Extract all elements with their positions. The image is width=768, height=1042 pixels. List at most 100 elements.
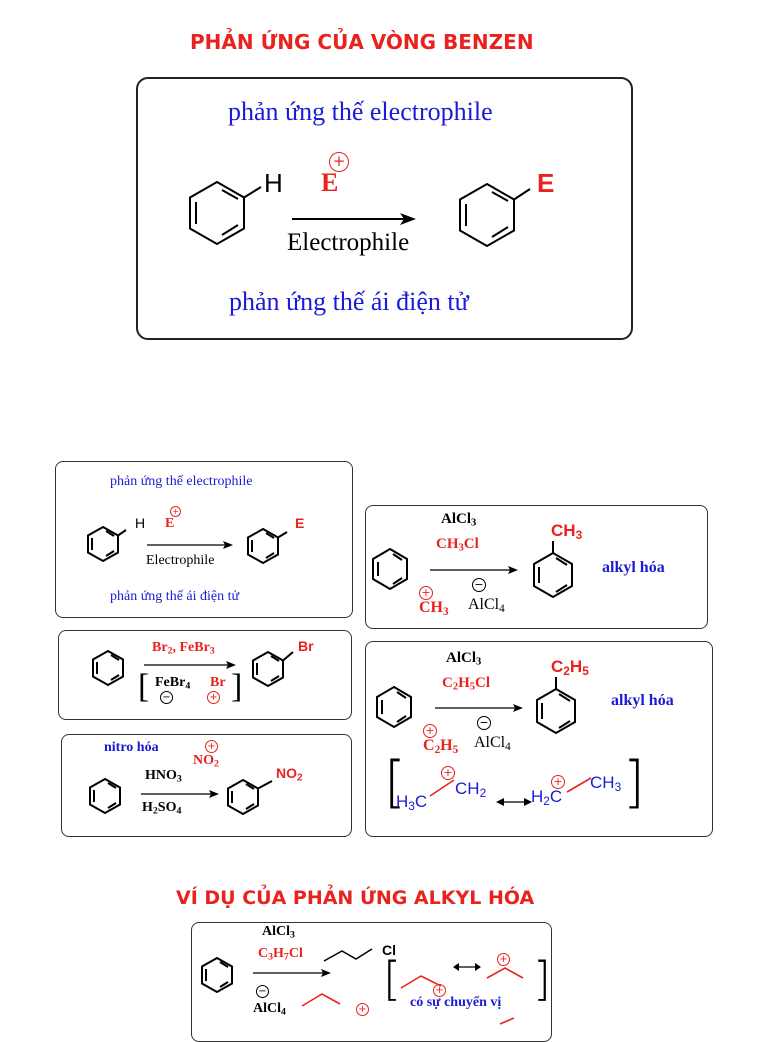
nitration-reagent-top: HNO3 (145, 768, 182, 785)
resonance-right-ch3: CH3 (590, 773, 622, 794)
bromobenzene-icon (252, 650, 294, 688)
resonance-bracket-right: ] (623, 750, 645, 815)
example-note: có sự chuyển vị (410, 995, 502, 1010)
top-reaction-arrow (292, 213, 416, 225)
methylation-anion: AlCl4 (468, 596, 505, 615)
small-arrow-label: Electrophile (146, 553, 215, 568)
small-h-label: H (135, 515, 146, 531)
example-partial-bond (499, 1017, 515, 1025)
ethylation-catalyst: AlCl3 (446, 650, 482, 668)
benzene-product-icon (459, 182, 531, 248)
benzene-reactant-icon (189, 180, 262, 246)
example-primary-plus-icon: + (433, 984, 446, 997)
methylation-product-label: CH3 (551, 521, 583, 542)
nitration-reagent-bottom: H2SO4 (142, 800, 182, 817)
top-heading: phản ứng thế electrophile (228, 97, 493, 126)
methylation-benzene-icon (372, 547, 408, 591)
plus-charge-icon: + (329, 152, 349, 172)
resonance-left-ch2: CH2 (455, 779, 487, 800)
small-benzene-reactant-icon (87, 525, 127, 563)
example-catalyst: AlCl3 (262, 924, 295, 941)
resonance-left-plus-icon: + (441, 766, 455, 780)
ethylation-box (365, 641, 713, 837)
toluene-icon (533, 541, 573, 599)
small-heading: phản ứng thế electrophile (110, 474, 253, 489)
example-propyl-plus-icon: + (356, 1003, 369, 1016)
example-minus-icon: − (256, 985, 269, 998)
example-arrow (253, 969, 331, 977)
resonance-bracket-left: [ (384, 750, 406, 815)
example-bracket-right: ] (533, 952, 551, 1006)
example-benzene-icon (201, 956, 233, 994)
small-reaction-box (55, 461, 353, 618)
example-anion: AlCl4 (253, 1001, 286, 1018)
resonance-arrow-icon (496, 798, 532, 806)
methylation-cation: CH3 (419, 599, 449, 618)
top-reaction-box (136, 77, 633, 340)
bromination-box (58, 630, 352, 720)
bromination-product-label: Br (298, 638, 314, 654)
ethylation-label: alkyl hóa (611, 692, 674, 709)
example-propyl-chain (323, 948, 373, 962)
resonance-left-bond (429, 779, 455, 797)
ethylation-plus-icon: + (423, 724, 437, 738)
example-secondary-plus-icon: + (497, 953, 510, 966)
top-footer: phản ứng thế ái điện tử (229, 287, 469, 316)
ethylation-anion: AlCl4 (474, 734, 511, 753)
small-reaction-arrow (147, 541, 233, 549)
methylation-box (365, 505, 708, 629)
example-secondary-cation (486, 967, 524, 979)
example-title: VÍ DỤ CỦA PHẢN ỨNG ALKYL HÓA (176, 887, 535, 909)
bromination-anion: FeBr4 (155, 675, 191, 692)
ethylation-arrow (435, 704, 523, 712)
nitrobenzene-icon (227, 778, 273, 816)
resonance-right-ch2: H2C (531, 787, 563, 808)
ethylation-reagent: C2H5Cl (442, 675, 491, 693)
small-footer: phản ứng thế ái điện tử (110, 589, 240, 604)
nitration-label: nitro hóa (104, 740, 159, 755)
bromination-bracket-right: ] (231, 668, 243, 705)
example-bracket-left: [ (383, 952, 401, 1006)
example-equilibrium-arrow (453, 963, 481, 971)
small-e-label: E + (165, 506, 181, 532)
top-arrow-label: Electrophile (287, 229, 410, 256)
nitration-plus-icon: + (205, 740, 218, 753)
bromination-plus-icon: + (207, 691, 220, 704)
ethylation-product-label: C2H5 (551, 657, 589, 678)
top-product-e: E (537, 168, 555, 198)
nitration-product-label: NO2 (276, 765, 303, 784)
small-e-symbol: E (165, 516, 175, 531)
example-primary-cation (400, 975, 442, 989)
nitration-arrow (141, 790, 219, 798)
small-product-e: E (295, 515, 305, 531)
bromination-cation: Br (210, 675, 226, 690)
ethylbenzene-icon (536, 677, 576, 735)
ethylation-minus-icon: − (477, 716, 491, 730)
e-symbol: E (321, 168, 339, 197)
small-plus-charge-icon: + (170, 506, 181, 517)
methylation-reagent: CH3Cl (436, 536, 479, 554)
bromination-minus-icon: − (160, 691, 173, 704)
small-benzene-product-icon (247, 527, 288, 565)
bromination-reagent: Br2, FeBr3 (152, 640, 215, 657)
resonance-left-ch3: H3C (396, 792, 428, 813)
bromination-bracket-left: [ (138, 668, 150, 705)
main-title: PHẢN ỨNG CỦA VÒNG BENZEN (190, 30, 534, 54)
example-reagent: C3H7Cl (258, 946, 303, 963)
methylation-plus-icon: + (419, 586, 433, 600)
resonance-right-bond (566, 777, 592, 793)
top-h-label: H (264, 168, 283, 198)
bromination-arrow (144, 661, 236, 669)
example-box (191, 922, 552, 1042)
methylation-catalyst: AlCl3 (441, 511, 477, 529)
bromination-benzene-icon (92, 649, 124, 687)
top-e-plus-label: E + (321, 152, 349, 198)
methylation-arrow (430, 566, 518, 574)
nitration-cation: NO2 (193, 753, 219, 770)
ethylation-benzene-icon (376, 685, 412, 729)
nitration-benzene-icon (89, 777, 121, 815)
resonance-right-plus-icon: + (551, 775, 565, 789)
methylation-label: alkyl hóa (602, 559, 665, 576)
ethylation-cation: C2H5 (423, 737, 459, 756)
methylation-minus-icon: − (472, 578, 486, 592)
